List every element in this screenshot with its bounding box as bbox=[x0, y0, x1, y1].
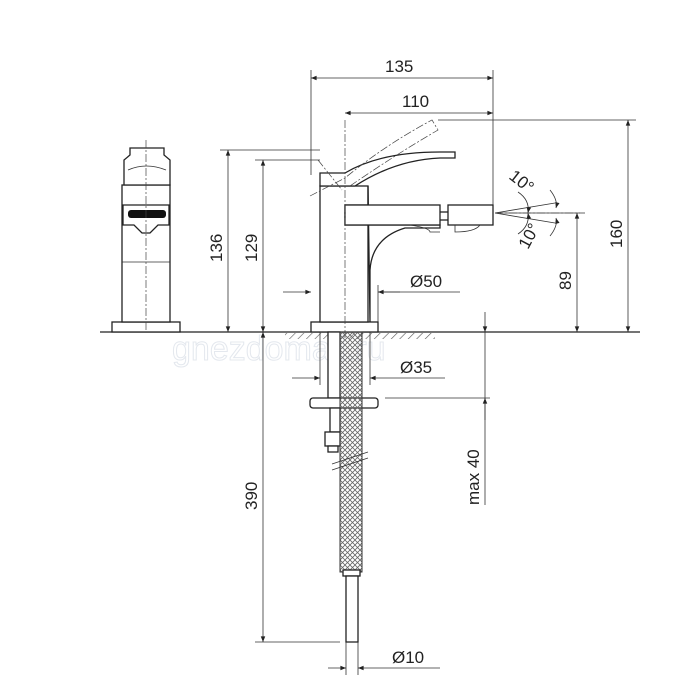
dimension-lines bbox=[220, 70, 636, 675]
dimension-labels: 135 110 160 89 136 129 Ø50 Ø35 max 40 39… bbox=[207, 57, 626, 667]
dim-390: 390 bbox=[242, 482, 261, 510]
side-view bbox=[111, 140, 181, 333]
under-deck-assembly bbox=[309, 331, 379, 643]
faucet-front-view bbox=[309, 119, 494, 340]
angle-down: 10° bbox=[515, 220, 544, 252]
dim-160: 160 bbox=[607, 220, 626, 248]
dim-max40: max 40 bbox=[464, 449, 483, 505]
dim-d35: Ø35 bbox=[400, 358, 432, 377]
dim-135: 135 bbox=[385, 57, 413, 76]
dim-129: 129 bbox=[242, 234, 261, 262]
dim-136: 136 bbox=[207, 234, 226, 262]
dim-89: 89 bbox=[556, 271, 575, 290]
dim-110: 110 bbox=[402, 92, 429, 111]
dim-d10: Ø10 bbox=[392, 648, 424, 667]
dim-d50: Ø50 bbox=[410, 272, 442, 291]
angle-up: 10° bbox=[506, 166, 538, 197]
